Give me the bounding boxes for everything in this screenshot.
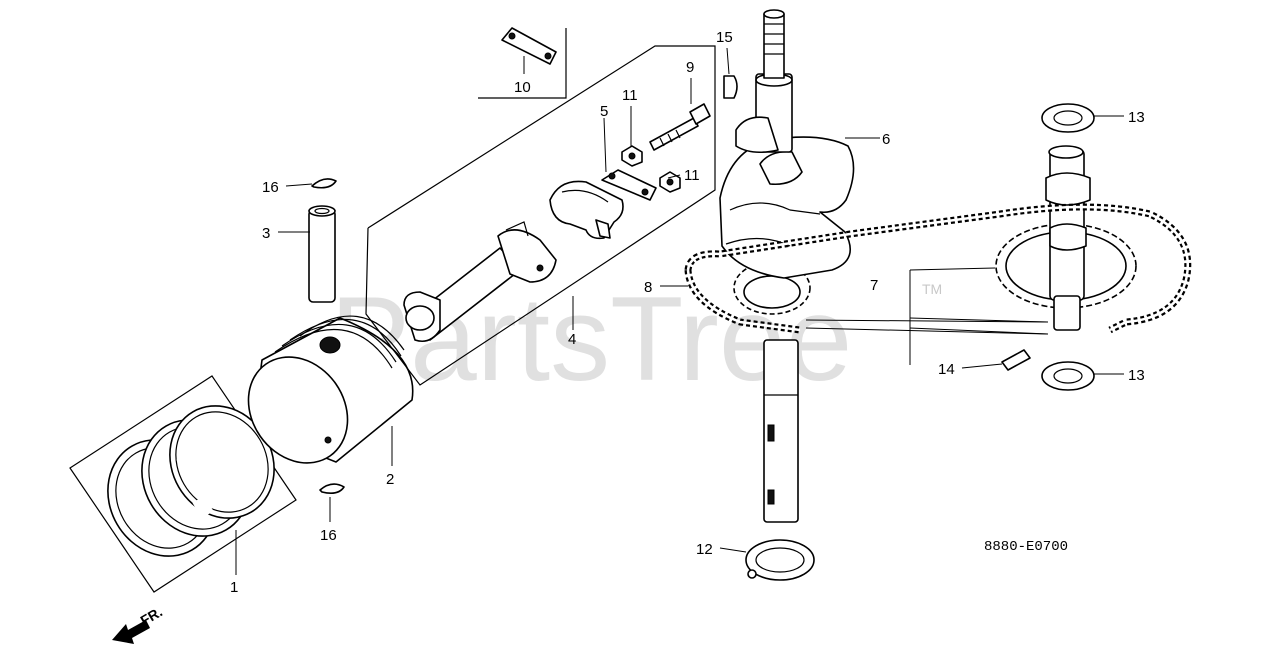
connecting-rod-bolt[interactable]	[649, 103, 711, 151]
piston-pin[interactable]	[308, 205, 336, 303]
callout-11-lower: 11	[684, 167, 700, 184]
watermark-trademark: TM	[922, 281, 942, 297]
callout-15: 15	[716, 29, 733, 46]
callouts: 1 2 3 4 5 6 7 8 9 10 11 11 12 13 13 14 1…	[230, 29, 1145, 596]
callout-13-lower: 13	[1128, 367, 1145, 384]
piston-pin-clip-upper[interactable]	[311, 178, 337, 189]
callout-7: 7	[870, 277, 878, 294]
connecting-rod[interactable]	[403, 221, 557, 343]
callout-13-upper: 13	[1128, 109, 1145, 126]
callout-8: 8	[644, 279, 652, 296]
piston-rings-frame	[69, 375, 297, 593]
thrust-washer[interactable]	[745, 539, 815, 581]
front-direction-arrow: FR.	[112, 603, 165, 644]
callout-5: 5	[600, 103, 608, 120]
callout-16-upper: 16	[262, 179, 279, 196]
timing-chain[interactable]	[684, 203, 1192, 334]
piston-pin-clip-lower[interactable]	[319, 483, 345, 494]
connecting-rod-cap[interactable]	[549, 180, 624, 240]
oil-dipper[interactable]	[501, 27, 557, 65]
callout-16-lower: 16	[320, 527, 337, 544]
lock-plate[interactable]	[601, 169, 657, 201]
camshaft[interactable]	[995, 145, 1137, 331]
nut-upper[interactable]	[621, 145, 643, 167]
callout-10: 10	[514, 79, 531, 96]
callout-9: 9	[686, 59, 694, 76]
crankshaft[interactable]	[719, 9, 855, 523]
piston-rings[interactable]	[69, 375, 297, 593]
leader-lines	[235, 47, 1124, 575]
washer-lower[interactable]	[1041, 361, 1095, 391]
callout-11-upper: 11	[622, 87, 638, 104]
woodruff-key[interactable]	[723, 75, 738, 99]
callout-12: 12	[696, 541, 713, 558]
callout-3: 3	[262, 225, 270, 242]
washer-upper[interactable]	[1041, 103, 1095, 133]
callout-1: 1	[230, 579, 238, 596]
callout-2: 2	[386, 471, 394, 488]
connecting-rod-frame	[365, 45, 716, 386]
callout-4: 4	[568, 331, 576, 348]
diagram-code: 8880-E0700	[984, 539, 1068, 555]
callout-14: 14	[938, 361, 955, 378]
piston[interactable]	[228, 315, 414, 482]
callout-6: 6	[882, 131, 890, 148]
front-arrow-icon	[112, 620, 150, 644]
dipper-frame	[478, 28, 567, 99]
dowel-pin[interactable]	[1001, 349, 1031, 371]
nut-lower[interactable]	[659, 171, 681, 193]
